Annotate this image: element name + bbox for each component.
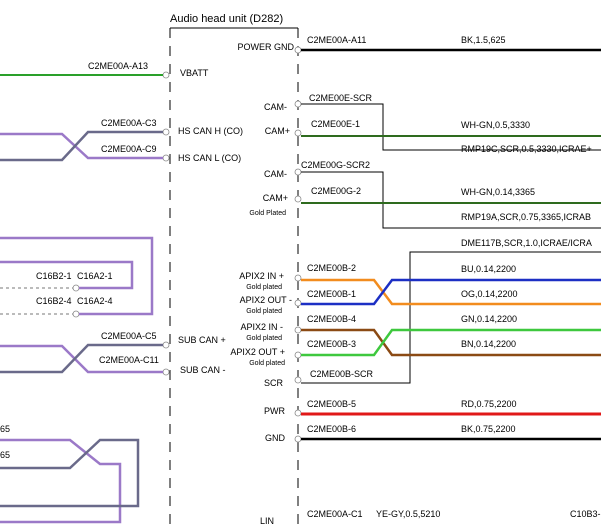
pin-label: SUB CAN + [178,335,226,345]
pin-sublabel: Gold plated [246,284,282,291]
pin-label: GND [265,433,286,443]
connector-label: C2ME00A-C9 [101,144,157,154]
wire-spec: WH-GN,0.14,3365 [461,187,535,197]
pin-label: SCR [264,378,284,388]
module-title: Audio head unit (D282) [170,13,283,25]
pin-label: HS CAN L (CO) [178,153,241,163]
connector-label: C2ME00A-C5 [101,331,157,341]
wire-specs: BK,1.5,625 WH-GN,0.5,3330 RMP19C,SCR,0.5… [376,35,601,519]
pin-label: APIX2 IN - [240,322,283,332]
connector-label: C2ME00G-2 [311,186,361,196]
wire-spec: RD,0.75,2200 [461,399,517,409]
connector-label: C2ME00B-1 [307,289,356,299]
wire-spec: BU,0.14,2200 [461,264,516,274]
wire-spec: YE-GY,0.5,5210 [376,509,440,519]
pins-right: POWER GND CAM- CAM+ CAM- CAM+ Gold Plate… [230,42,294,524]
pin-label: CAM- [264,169,287,179]
connector-label: C16A2-1 [77,271,113,281]
pins-left: VBATT HS CAN H (CO) HS CAN L (CO) SUB CA… [178,68,243,375]
pin-label: CAM- [264,102,287,112]
connector-label: C2ME00B-5 [307,399,356,409]
pin-sublabel: Gold plated [249,360,285,367]
pin-label: POWER GND [237,42,294,52]
connector-label: C2ME00A-A13 [88,61,148,71]
connector-label: C16B2-1 [36,271,72,281]
connector-label: 65 [0,424,10,434]
wire-spec: C10B3- [570,509,601,519]
connector-label: C16B2-4 [36,296,72,306]
connector-label: C2ME00E-SCR [309,93,373,103]
pin-label: HS CAN H (CO) [178,126,243,136]
connector-label: C2ME00B-4 [307,314,356,324]
connector-label: C2ME00A-C1 [307,509,363,519]
connector-label: C2ME00B-SCR [310,369,374,379]
wire-spec: BN,0.14,2200 [461,339,516,349]
connectors-left: C2ME00A-A13 C2ME00A-C3 C2ME00A-C9 C16B2-… [0,61,159,460]
connector-label: 65 [0,450,10,460]
wire-spec: BK,0.75,2200 [461,424,516,434]
connector-label: C2ME00A-C11 [99,355,159,365]
connector-label: C16A2-4 [77,296,113,306]
wire-spec: RMP19C,SCR,0.5,3330,ICRAE+ [461,144,592,154]
pin-sublabel: Gold Plated [249,210,286,217]
connector-label: C2ME00E-1 [311,119,360,129]
wire-spec: GN,0.14,2200 [461,314,517,324]
connector-label: C2ME00A-C3 [101,118,157,128]
pin-label: CAM+ [265,126,290,136]
connector-label: C2ME00G-SCR2 [301,160,370,170]
wire-spec: RMP19A,SCR,0.75,3365,ICRAB [461,212,591,222]
connector-label: C2ME00B-2 [307,263,356,273]
wire-spec: BK,1.5,625 [461,35,506,45]
pin-label: VBATT [180,68,209,78]
pin-sublabel: Gold plated [246,308,282,315]
connectors-right: C2ME00A-A11 C2ME00E-SCR C2ME00E-1 C2ME00… [301,35,374,519]
connector-label: C2ME00B-6 [307,424,356,434]
pin-label: APIX2 OUT + [230,347,285,357]
wire-spec: DME117B,SCR,1.0,ICRAE/ICRA [461,238,592,248]
pin-label: CAM+ [263,193,288,203]
wire-spec: OG,0.14,2200 [461,289,518,299]
connector-label: C2ME00B-3 [307,339,356,349]
pin-sublabel: Gold plated [246,335,282,342]
pin-label: SUB CAN - [180,365,226,375]
pin-label: PWR [264,406,285,416]
module-outline [169,27,299,524]
pin-label: LIN [260,516,274,524]
connector-label: C2ME00A-A11 [307,35,366,45]
wire-spec: WH-GN,0.5,3330 [461,120,530,130]
pin-label: APIX2 OUT - [240,295,292,305]
pin-label: APIX2 IN + [239,271,284,281]
